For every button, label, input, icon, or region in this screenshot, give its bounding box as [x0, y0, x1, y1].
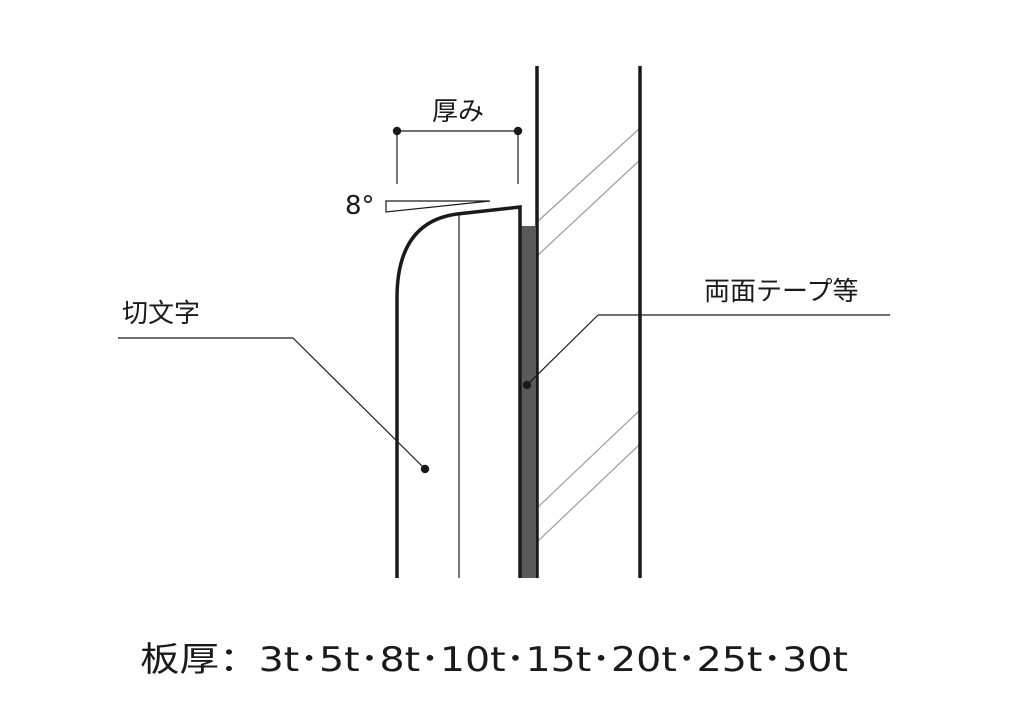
angle-label: 8°: [345, 191, 375, 221]
angle-wedge: [385, 200, 491, 213]
double-sided-tape: [520, 226, 536, 578]
thickness-label: 厚み: [432, 97, 484, 127]
cut-letter-leader-dot: [420, 464, 430, 474]
tape-label: 両面テープ等: [704, 277, 858, 307]
plate-thickness-caption: 板厚：3t･5t･8t･10t･15t･20t･25t･30t: [140, 640, 848, 680]
wall-hatching: [536, 127, 641, 543]
thickness-endpoint-left: [392, 126, 402, 136]
tape-leader-dot: [522, 380, 532, 390]
cut-letter-label: 切文字: [122, 299, 200, 329]
tape-leader-line: [526, 314, 599, 386]
cut-letter-profile: [395, 205, 522, 578]
thickness-endpoint-right: [513, 126, 523, 136]
cut-letter-leader-line: [292, 337, 426, 470]
